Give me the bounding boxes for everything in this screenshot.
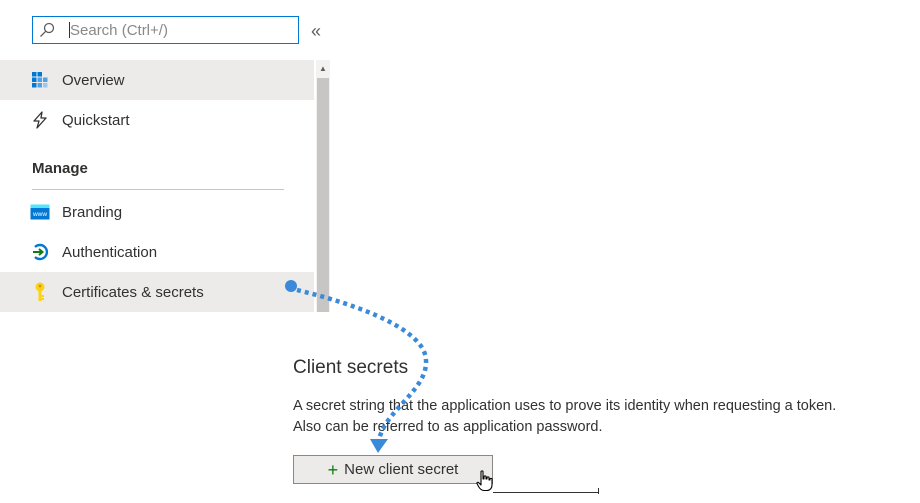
table-edge [598, 488, 599, 494]
nav-item-quickstart[interactable]: Quickstart [0, 100, 314, 140]
connector-arrowhead-icon [370, 439, 388, 453]
nav-item-label: Certificates & secrets [62, 283, 204, 301]
overview-grid-icon [30, 70, 50, 90]
nav-item-label: Branding [62, 203, 123, 221]
client-secrets-description: A secret string that the application use… [293, 396, 913, 438]
search-box[interactable] [32, 16, 299, 44]
text-cursor [69, 22, 70, 38]
scroll-thumb[interactable] [317, 78, 329, 312]
lightning-icon [30, 110, 50, 130]
description-line: Also can be referred to as application p… [293, 419, 603, 435]
scroll-up-arrow-icon[interactable]: ▲ [319, 64, 327, 73]
manage-section-header: Manage [32, 160, 88, 177]
nav-scrollbar[interactable]: ▲ [316, 60, 330, 312]
nav-item-label: Quickstart [62, 111, 130, 129]
svg-text:www: www [32, 211, 47, 218]
section-divider [32, 189, 284, 190]
nav-item-overview[interactable]: Overview [0, 60, 314, 100]
nav-item-authentication[interactable]: Authentication [0, 232, 314, 272]
description-line: A secret string that the application use… [293, 398, 837, 414]
search-icon [39, 22, 61, 38]
table-edge [493, 492, 599, 493]
branding-www-icon: www [30, 202, 50, 222]
search-input[interactable] [70, 21, 270, 39]
key-icon [30, 282, 50, 302]
nav-item-label: Overview [62, 71, 125, 89]
nav-item-label: Authentication [62, 243, 158, 261]
nav-item-certificates-secrets[interactable]: Certificates & secrets [0, 272, 314, 312]
collapse-nav-button[interactable]: « [310, 21, 321, 41]
nav-panel: « ▲ Overview [0, 0, 330, 312]
nav-item-branding[interactable]: www Branding [0, 192, 314, 232]
new-client-secret-button[interactable]: + New client secret [293, 455, 493, 484]
client-secrets-title: Client secrets [293, 357, 409, 378]
authentication-icon [30, 242, 50, 262]
plus-icon: + [327, 459, 339, 480]
hand-pointer-icon [476, 470, 493, 492]
button-label: New client secret [344, 461, 459, 478]
